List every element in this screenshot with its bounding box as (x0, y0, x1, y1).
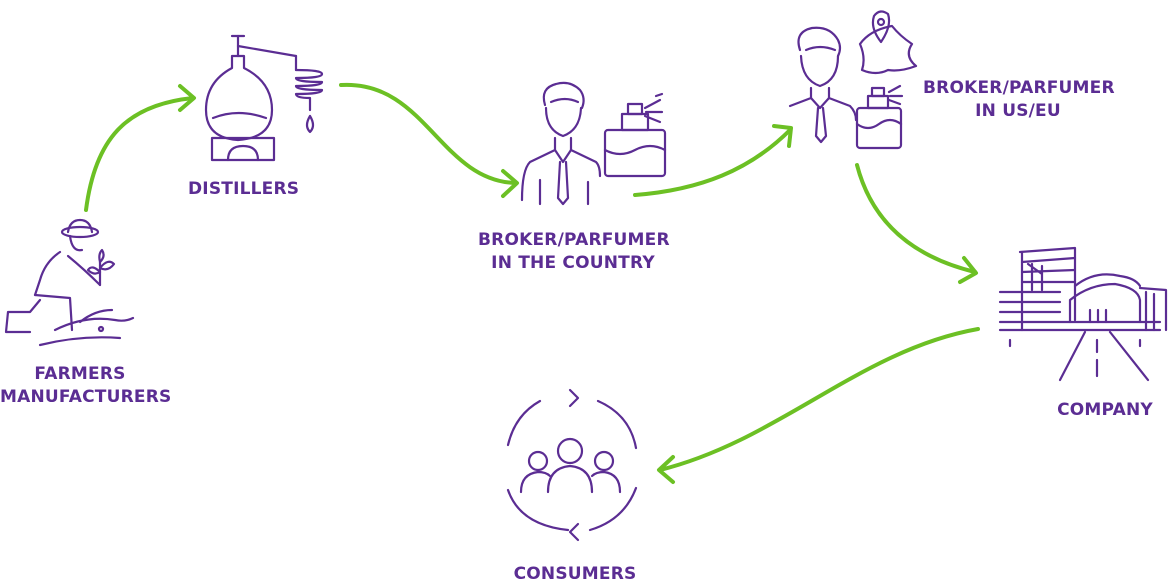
company-label: COMPANY (1055, 399, 1155, 422)
distillation-still-icon (204, 34, 324, 162)
broker-country-label-line2: IN THE COUNTRY (491, 253, 655, 273)
distillers-label: DISTILLERS (188, 178, 300, 201)
consumer-group-cycle-icon (506, 388, 638, 542)
broker-with-perfume-icon (520, 81, 667, 206)
distillers-label-line1: DISTILLERS (188, 179, 300, 199)
farmers-label-line2: MANUFACTURERS (0, 387, 172, 407)
broker-with-map-pin-icon (788, 10, 918, 150)
arrow-broker-useu-to-company (855, 163, 978, 284)
broker-country-label: BROKER/PARFUMER IN THE COUNTRY (478, 229, 670, 275)
arrow-farmers-to-distillers (84, 84, 196, 212)
farmers-label: FARMERS MANUFACTURERS (0, 363, 172, 409)
farmer-planting-icon (4, 218, 135, 347)
farmers-label-line1: FARMERS (34, 364, 126, 384)
consumers-label-line1: CONSUMERS (513, 564, 637, 583)
broker-useu-label-line1: BROKER/PARFUMER (923, 78, 1115, 98)
company-building-icon (998, 246, 1168, 382)
broker-country-label-line1: BROKER/PARFUMER (478, 230, 670, 250)
consumers-label: CONSUMERS (510, 563, 640, 583)
arrow-distillers-to-broker-country (339, 82, 519, 198)
broker-useu-label: BROKER/PARFUMER IN US/EU (923, 77, 1115, 123)
broker-useu-label-line2: IN US/EU (975, 101, 1061, 121)
arrow-company-to-consumers (657, 327, 980, 484)
arrow-broker-country-to-broker-useu (633, 124, 793, 197)
company-label-line1: COMPANY (1057, 400, 1153, 420)
